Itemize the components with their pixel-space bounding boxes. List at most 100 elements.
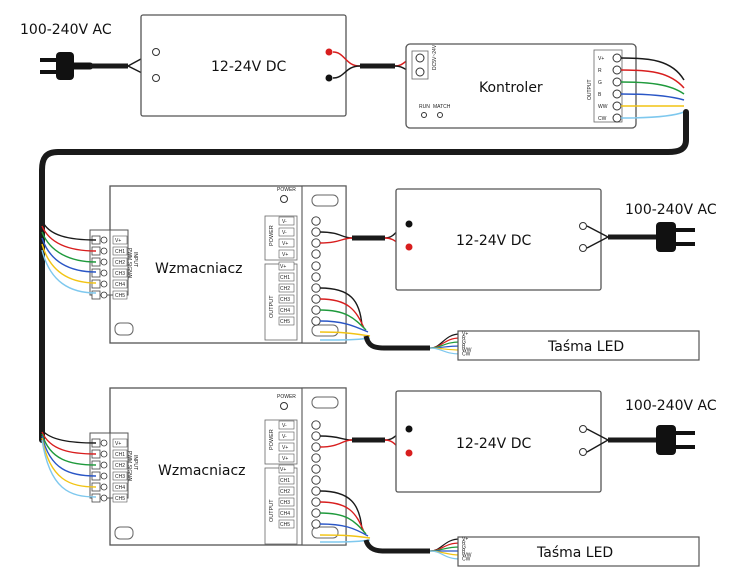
- match-label: MATCH: [433, 104, 451, 110]
- amp2-output-channel-label: CH5: [280, 522, 290, 528]
- strip1-pad-label: G: [462, 340, 466, 346]
- amp1-input-screw: [100, 258, 108, 266]
- amp1-output-terminal: [311, 283, 321, 293]
- amp1-output-terminal: [311, 316, 321, 326]
- amp2-output-channel-label: CH4: [280, 511, 290, 517]
- amp1-power-terminal: [311, 227, 321, 237]
- amp1-output-channel-label: CH1: [280, 275, 290, 281]
- amp2-output-terminal: [311, 519, 321, 529]
- amp2-input-label: INPUT: [132, 455, 138, 470]
- amp2-power-tag: [278, 431, 295, 441]
- amp1-power-terminal: [311, 249, 321, 259]
- amp1-pwm-label: PWM SIGNAL: [126, 248, 132, 280]
- amp2-output-tag: [278, 475, 295, 485]
- amp1-input-screw: [100, 291, 108, 299]
- amp2-pwm-label: PWM SIGNAL: [126, 451, 132, 483]
- ac-plug-bottom: [656, 425, 695, 455]
- amp1-input-tag: [112, 257, 128, 267]
- amp2-input-screw: [100, 483, 108, 491]
- strip1-pad-label: CW: [462, 352, 471, 358]
- amp1-input-screw: [100, 269, 108, 277]
- amp1-input-channel-label: CH1: [115, 249, 125, 255]
- controller-output-port-label: G: [598, 80, 602, 86]
- amp1-output-channel-label: CH4: [280, 308, 290, 314]
- amp2-input-screw: [100, 461, 108, 469]
- psu-label-top: 12-24V DC: [211, 59, 286, 75]
- amp1-output-channel-label: CH5: [280, 319, 290, 325]
- amp1-input-terminal: [91, 279, 101, 289]
- amp1-output-tag: [278, 283, 295, 293]
- amp1-output-tag: [278, 261, 295, 271]
- amp2-power-terminal-label: V-: [282, 434, 287, 440]
- amp1-input-tag: [112, 290, 128, 300]
- run-label: RUN: [419, 104, 430, 110]
- controller-output-port-label: B: [598, 92, 602, 98]
- amp2-power-terminal-label: V+: [282, 456, 288, 462]
- psu-label-mid: 12-24V DC: [456, 233, 531, 249]
- strip2-pad-label: R: [462, 541, 466, 547]
- amp1-power-tag: [278, 249, 295, 259]
- amp2-output-terminal: [311, 497, 321, 507]
- amp2-input-screw: [100, 494, 108, 502]
- controller-output-port-label: R: [598, 68, 602, 74]
- amp2-output-channel-label: V+: [280, 467, 286, 473]
- controller-output-port-label: CW: [598, 116, 607, 122]
- strip1-pad-label: WW: [462, 348, 472, 354]
- amp1-power-label: POWER: [277, 187, 296, 193]
- amp2-output-tag: [278, 519, 295, 529]
- amp1-output-terminal: [311, 305, 321, 315]
- amp2-output-label: OUTPUT: [269, 499, 275, 522]
- amp2-power-terminal: [311, 420, 321, 430]
- amp2-output-terminal: [311, 464, 321, 474]
- led-strip-1: [457, 330, 700, 361]
- controller-input-label: DC5V~24V: [432, 44, 438, 70]
- ac-label-bottom: 100-240V AC: [625, 398, 717, 414]
- amp2-power-terminal: [311, 431, 321, 441]
- amp1-output-channel-label: CH2: [280, 286, 290, 292]
- amp1-label: Wzmacniacz: [155, 261, 243, 277]
- amp1-input-terminal: [91, 268, 101, 278]
- strip2-pad-label: B: [462, 549, 466, 555]
- amp2-input-channel-label: V+: [115, 441, 121, 447]
- psu-top: [140, 14, 347, 117]
- strip-label-2: Taśma LED: [536, 545, 613, 561]
- amp1-output-terminal: [311, 261, 321, 271]
- ac-plug-mid: [656, 222, 695, 252]
- amp1-input-tag: [112, 246, 128, 256]
- amp2-input-tag: [112, 438, 128, 448]
- ac-plug-top: [40, 52, 94, 80]
- strip1-pad-label: R: [462, 336, 466, 342]
- amp2-input-channel-label: CH4: [115, 485, 125, 491]
- amp2-output-tag: [278, 486, 295, 496]
- led-strip-2: [457, 536, 700, 567]
- amp2-input-terminal: [91, 493, 101, 503]
- amp2-input-tag: [112, 482, 128, 492]
- amp2-output-tag: [278, 464, 295, 474]
- amp2-power-tag: [278, 420, 295, 430]
- strip2-pad-label: WW: [462, 553, 472, 559]
- psu-bottom: [395, 390, 602, 493]
- psu-mid: [395, 188, 602, 291]
- amp1-output-tag: [278, 294, 295, 304]
- amp1-power-tag: [278, 227, 295, 237]
- amp2-power-terminal-label: V+: [282, 445, 288, 451]
- amp2-output-channel-label: CH3: [280, 500, 290, 506]
- amp1-power-terminal-label: V-: [282, 230, 287, 236]
- amp1-input-label: INPUT: [132, 252, 138, 267]
- amp1-input-channel-label: CH2: [115, 260, 125, 266]
- strip1-pad-label: B: [462, 344, 466, 350]
- controller-output-port-label: V+: [598, 56, 604, 62]
- amp1-output-label: OUTPUT: [269, 295, 275, 318]
- strip2-pad-label: CW: [462, 557, 471, 563]
- amp1-input-terminal: [91, 290, 101, 300]
- amp1-power-terminal-label: V-: [282, 219, 287, 225]
- amp2-output-terminal: [311, 486, 321, 496]
- amp1-output-tag: [278, 316, 295, 326]
- amp2-input-channel-label: CH2: [115, 463, 125, 469]
- amp2-input-channel-label: CH5: [115, 496, 125, 502]
- amp2-input-channel-label: CH1: [115, 452, 125, 458]
- ac-label-mid: 100-240V AC: [625, 202, 717, 218]
- amp1-power-terminal: [311, 238, 321, 248]
- amp1-input-screw: [100, 280, 108, 288]
